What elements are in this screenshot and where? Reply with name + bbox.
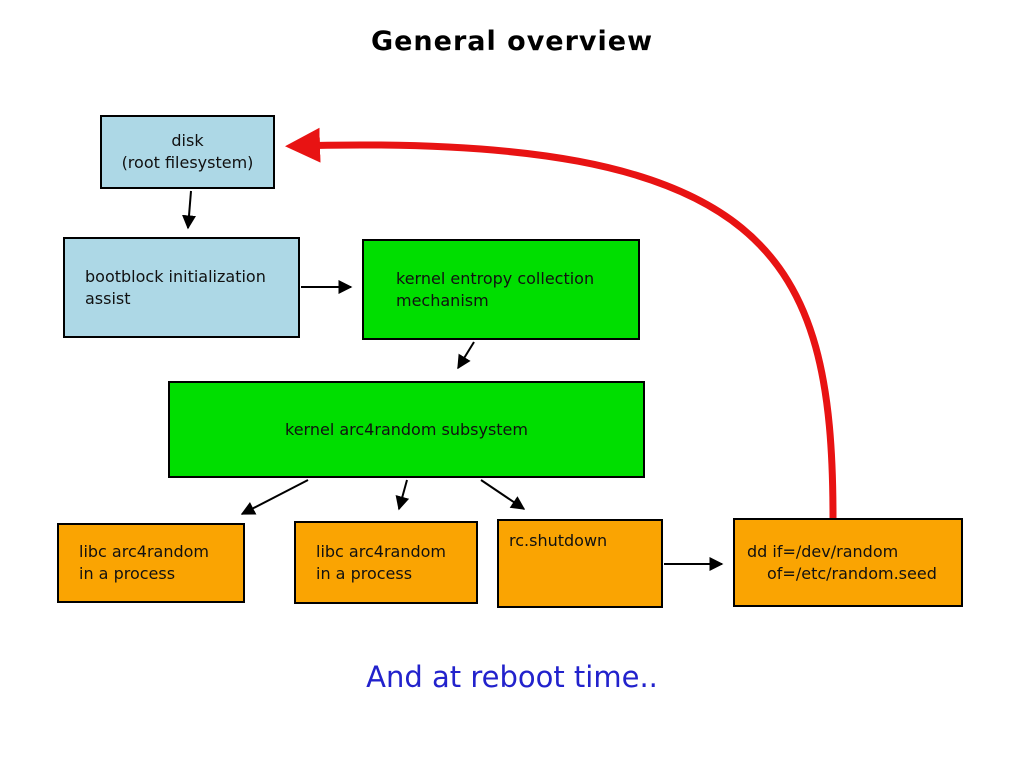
arrow-arc4-to-rcshutdown <box>480 479 526 510</box>
node-disk: disk (root filesystem) <box>100 115 275 189</box>
arrow-disk-to-bootblock <box>182 190 196 230</box>
arrow-arc4-to-libc1 <box>240 479 309 515</box>
node-kernel-entropy-label-line2: mechanism <box>396 290 489 310</box>
node-kernel-entropy-label-line1: kernel entropy collection <box>396 268 595 288</box>
node-dd-label-line1: dd if=/dev/random <box>747 541 899 561</box>
node-rc-shutdown: rc.shutdown <box>497 519 663 608</box>
node-kernel-arc4random-label: kernel arc4random subsystem <box>285 419 528 439</box>
node-bootblock-label-line1: bootblock initialization <box>85 266 266 286</box>
node-bootblock: bootblock initialization assist <box>63 237 300 338</box>
node-kernel-entropy: kernel entropy collection mechanism <box>362 239 640 340</box>
node-kernel-arc4random: kernel arc4random subsystem <box>168 381 645 478</box>
node-dd-random-seed: dd if=/dev/random of=/etc/random.seed <box>733 518 963 607</box>
node-libc2-label-line2: in a process <box>316 563 413 583</box>
node-libc-arc4random-1: libc arc4random in a process <box>57 523 245 603</box>
node-rc-shutdown-label: rc.shutdown <box>509 531 608 550</box>
node-libc1-label-line2: in a process <box>79 564 176 583</box>
node-dd-label-line2: of=/etc/random.seed <box>767 563 937 583</box>
arrow-arc4-to-libc2 <box>395 479 410 511</box>
node-disk-label-line2: (root filesystem) <box>121 153 254 172</box>
node-disk-label-line1: disk <box>171 131 204 150</box>
arrow-entropy-to-arc4 <box>457 341 475 370</box>
node-libc-arc4random-2: libc arc4random in a process <box>294 521 478 604</box>
node-libc1-label-line1: libc arc4random <box>79 542 209 561</box>
page-title: General overview <box>370 26 654 57</box>
node-libc2-label-line1: libc arc4random <box>316 541 446 561</box>
reboot-note: And at reboot time.. <box>366 660 658 694</box>
node-bootblock-label-line2: assist <box>85 288 131 308</box>
